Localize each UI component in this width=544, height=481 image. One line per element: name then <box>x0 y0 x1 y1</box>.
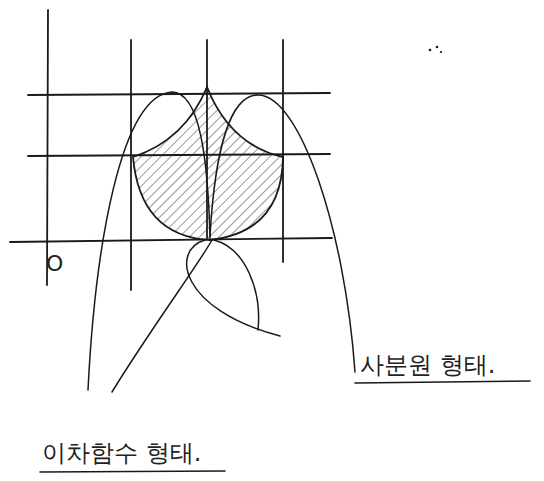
grid <box>10 10 332 290</box>
shaded-region <box>133 87 283 240</box>
note-text: 사분원 형태. <box>360 352 495 378</box>
origin-label: O <box>46 252 63 276</box>
curves <box>88 92 355 392</box>
underline <box>40 381 530 472</box>
dots <box>429 46 442 53</box>
note-text: 이차함수 형태. <box>42 440 201 466</box>
